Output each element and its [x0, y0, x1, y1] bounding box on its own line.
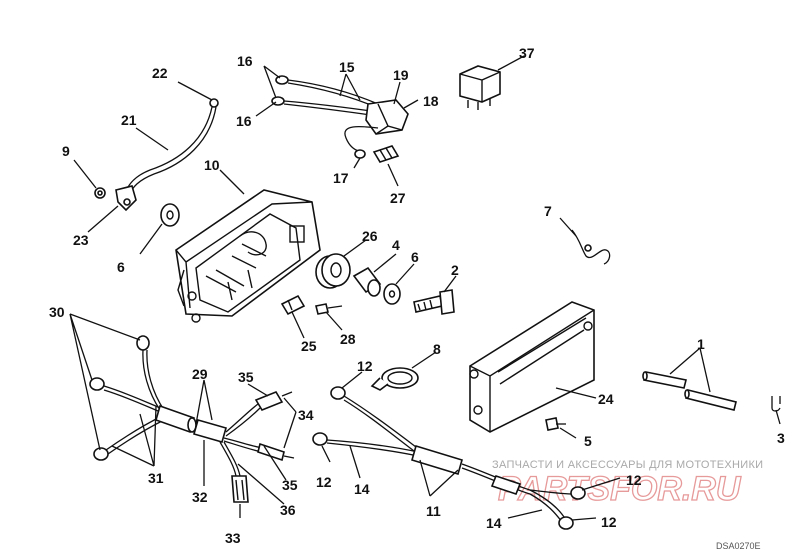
callout-17: 17: [333, 170, 349, 186]
callout-28: 28: [340, 331, 356, 347]
figure-code: DSA0270E: [716, 541, 761, 551]
part-connector-small: [372, 145, 400, 163]
callout-14-left: 14: [354, 481, 370, 497]
leader-lines: [69, 55, 781, 521]
part-sleeves: [642, 371, 737, 411]
callout-35-bottom: 35: [282, 477, 298, 493]
part-power-pack: [469, 301, 595, 433]
part-harness-left: [89, 335, 197, 461]
part-harness-middle: [193, 391, 295, 503]
callout-23: 23: [73, 232, 89, 248]
part-bolt: [413, 289, 455, 315]
callout-24: 24: [598, 391, 614, 407]
callout-6-right: 6: [411, 249, 419, 265]
callout-2: 2: [451, 262, 459, 278]
callout-11: 11: [426, 503, 441, 519]
callout-4: 4: [392, 237, 400, 253]
callout-labels: 37 16 15 19 18 16 22 21 9 23 6 10 17 27 …: [49, 45, 785, 546]
callout-12-right-upper: 12: [626, 472, 642, 488]
part-large-grommet: [315, 253, 351, 289]
callout-12-right-lower: 12: [601, 514, 617, 530]
part-clamp: [370, 367, 419, 391]
part-washer-right: [383, 283, 401, 305]
callout-34: 34: [298, 407, 314, 423]
callout-26: 26: [362, 228, 378, 244]
callout-18: 18: [423, 93, 439, 109]
part-ground-wire: [115, 98, 219, 212]
part-grommet-left: [160, 203, 180, 227]
callout-32: 32: [192, 489, 208, 505]
part-harness-right: [312, 386, 586, 530]
callout-3: 3: [777, 430, 785, 446]
callout-5: 5: [584, 433, 592, 449]
callout-33: 33: [225, 530, 241, 546]
callout-7: 7: [544, 203, 552, 219]
callout-10: 10: [204, 157, 220, 173]
callout-31: 31: [148, 470, 164, 486]
part-clip: [280, 294, 306, 316]
watermark-tagline: ЗАПЧАСТИ И АКСЕССУАРЫ ДЛЯ МОТОТЕХНИКИ: [492, 459, 763, 471]
part-mount-screw: [545, 417, 566, 431]
callout-1: 1: [697, 336, 705, 352]
callout-12-left: 12: [316, 474, 332, 490]
callout-8: 8: [433, 341, 441, 357]
callout-9: 9: [62, 143, 70, 159]
callout-36: 36: [280, 502, 296, 518]
callout-25: 25: [301, 338, 317, 354]
callout-37: 37: [519, 45, 535, 61]
part-sleeve: [352, 266, 382, 297]
callout-35-top: 35: [238, 369, 254, 385]
part-small-clip: [771, 396, 781, 412]
part-screw: [315, 303, 343, 315]
callout-6-left: 6: [117, 259, 125, 275]
callout-14-right: 14: [486, 515, 502, 531]
part-relay: [459, 65, 501, 110]
callout-27: 27: [390, 190, 406, 206]
callout-21: 21: [121, 112, 137, 128]
part-wire-harness-upper: [271, 75, 409, 159]
part-wire-clip: [571, 229, 611, 265]
part-nut: [94, 187, 106, 199]
callout-29: 29: [192, 366, 208, 382]
callout-19: 19: [393, 67, 409, 83]
callout-22: 22: [152, 65, 168, 81]
callout-15: 15: [339, 59, 355, 75]
callout-30: 30: [49, 304, 65, 320]
callout-16-bottom: 16: [236, 113, 252, 129]
watermark-logo: PARTSFOR.RU: [498, 470, 742, 508]
part-housing: [175, 189, 321, 323]
callout-16-top: 16: [237, 53, 253, 69]
callout-12-upper: 12: [357, 358, 373, 374]
watermark: ЗАПЧАСТИ И АКСЕССУАРЫ ДЛЯ МОТОТЕХНИКИ PA…: [492, 459, 763, 509]
